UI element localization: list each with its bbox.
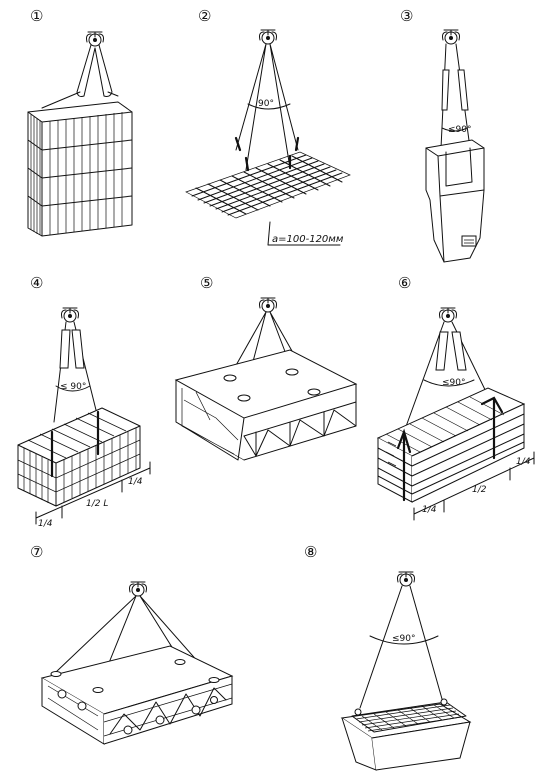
crane-hook-icon xyxy=(129,581,147,597)
panel-number-8: ⑧ xyxy=(304,543,317,561)
panel-number-4: ④ xyxy=(30,274,43,292)
dimension-quarter-left: 1/4 xyxy=(422,505,437,515)
crane-hook-icon xyxy=(442,29,460,45)
angle-arc xyxy=(441,127,468,132)
dimension-quarter-left: 1/4 xyxy=(38,519,53,529)
dimension-half: 1/2 L xyxy=(86,499,108,509)
truss-panel xyxy=(40,645,234,745)
crane-hook-icon xyxy=(259,29,277,45)
panel-4-reinforcement-cage: ④ ≤ 90° 1/4 1/2 L 1/4 xyxy=(17,274,151,529)
panel-6-timber-stack: ⑥ ≤90° 1/4 1/2 1/4 xyxy=(376,274,535,521)
board-stack xyxy=(376,387,526,503)
dimension-quarter-right: 1/4 xyxy=(128,477,143,487)
sling-loops xyxy=(76,44,113,97)
panel-number-1: ① xyxy=(30,7,43,25)
dimension-leader xyxy=(267,221,341,246)
dimension-half: 1/2 xyxy=(472,485,487,495)
dimension-line: 1/4 1/2 1/4 xyxy=(413,451,535,521)
dimension-line: 1/4 1/2 L 1/4 xyxy=(35,461,151,529)
column-body xyxy=(425,139,485,263)
sling-legs xyxy=(229,311,315,397)
angle-label: ≤90° xyxy=(392,634,416,644)
sling-legs xyxy=(359,585,445,709)
angle-label: ≤90° xyxy=(442,378,466,388)
panel-1-mesh-cage: ① xyxy=(27,7,133,237)
crane-hook-icon xyxy=(86,31,104,47)
container-tray xyxy=(340,698,472,771)
spreader-bars xyxy=(234,136,300,172)
sling-legs xyxy=(235,43,299,171)
panel-8-container: ⑧ ≤90° xyxy=(304,543,472,771)
crane-hook-icon xyxy=(397,571,415,587)
rebar-grid xyxy=(185,151,351,219)
panel-3-column-form: ③ ≤90° xyxy=(400,7,485,263)
crane-hook-icon xyxy=(439,307,457,323)
angle-arc xyxy=(247,103,291,110)
angle-label: 90° xyxy=(258,99,274,109)
panel-number-3: ③ xyxy=(400,7,413,25)
rebar-cage xyxy=(17,407,141,507)
panel-7-truss-panel: ⑦ xyxy=(30,543,234,745)
panel-number-6: ⑥ xyxy=(398,274,411,292)
angle-arc xyxy=(369,635,439,645)
panel-2-reinforcement-mesh: ② 90° a=100-120мм xyxy=(185,7,351,246)
panel-number-7: ⑦ xyxy=(30,543,43,561)
angle-label: ≤ 90° xyxy=(60,382,86,392)
panel-number-5: ⑤ xyxy=(200,274,213,292)
mesh-cage xyxy=(27,101,133,237)
angle-arc xyxy=(423,379,475,387)
truss-block xyxy=(174,349,358,461)
panel-number-2: ② xyxy=(198,7,211,25)
angle-arc xyxy=(55,385,91,392)
crane-hook-icon xyxy=(61,307,79,323)
sling-legs xyxy=(55,595,215,691)
dimension-label: a=100-120мм xyxy=(272,234,344,245)
dimension-quarter-right: 1/4 xyxy=(516,457,531,467)
panel-5-truss-block: ⑤ xyxy=(174,274,358,461)
crane-hook-icon xyxy=(259,297,277,313)
angle-label: ≤90° xyxy=(448,125,472,135)
